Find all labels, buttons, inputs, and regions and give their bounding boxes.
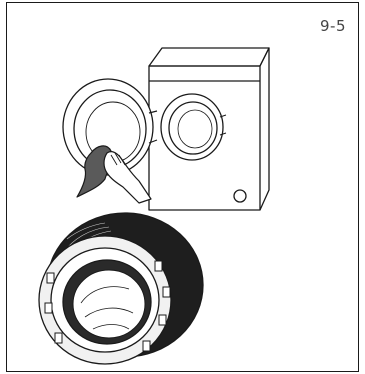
machine-side xyxy=(260,48,269,210)
drum-opening-outer xyxy=(161,94,223,160)
machine-front xyxy=(149,66,260,210)
machine-top xyxy=(149,48,269,66)
illustration xyxy=(7,3,360,373)
door-gasket xyxy=(39,213,203,364)
washing-machine xyxy=(149,48,269,210)
figure-frame: 9-5 xyxy=(6,2,359,372)
drain-cover xyxy=(234,190,246,202)
